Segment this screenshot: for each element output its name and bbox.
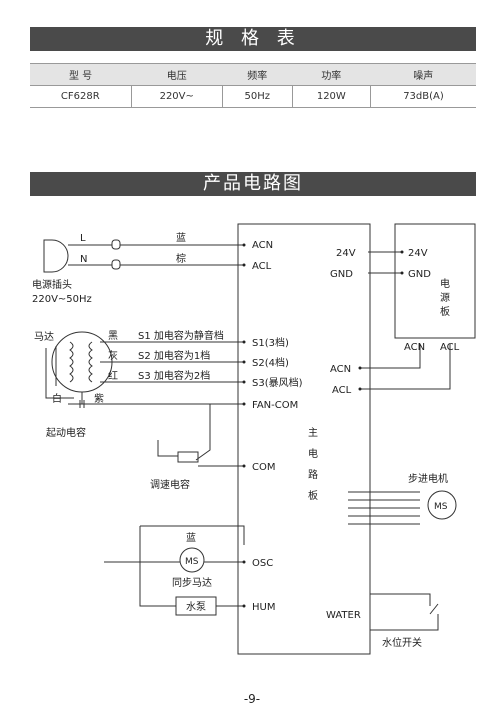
spec-voltage-value: 220V~ — [131, 85, 223, 108]
spec-model-value: CF628R — [30, 85, 132, 108]
plug-label-2: 220V~50Hz — [32, 294, 92, 305]
wire-blue-label: 蓝 — [176, 232, 186, 244]
terminal-s2: S2(4档) — [252, 356, 289, 369]
terminal-com: COM — [252, 462, 275, 473]
board-24v: 24V — [336, 248, 356, 259]
sync-motor-ms: MS — [185, 557, 199, 567]
wire-blue2-label: 蓝 — [186, 532, 196, 544]
speed-cap-label: 调速电容 — [150, 478, 190, 491]
power-board-gnd: GND — [408, 269, 431, 280]
terminal-acn: ACN — [252, 240, 273, 251]
main-board-label-1: 主 — [308, 427, 318, 439]
plug-l-label: L — [80, 233, 86, 244]
sync-motor-label: 同步马达 — [172, 577, 212, 589]
water-switch-upper — [370, 593, 431, 606]
water-switch-label: 水位开关 — [382, 636, 422, 649]
spec-header-noise: 噪声 — [370, 63, 476, 86]
terminal-fan-com: FAN-COM — [252, 400, 298, 411]
spec-header-model: 型 号 — [30, 63, 132, 86]
wire-black-label: 黑 — [108, 330, 118, 342]
terminal-s1: S1(3档) — [252, 336, 289, 349]
power-board-outline — [394, 223, 476, 339]
main-board-label-3: 路 — [308, 468, 318, 481]
sync-motor-circle — [179, 547, 205, 573]
wire-brown-label: 棕 — [176, 252, 186, 265]
terminal-water: WATER — [326, 610, 361, 621]
spec-header-power: 功率 — [292, 63, 371, 86]
plug-label-1: 电源插头 — [32, 278, 72, 291]
stepper-ms: MS — [434, 502, 448, 512]
board-right-acl: ACL — [332, 385, 352, 396]
wire-red-label: 红 — [108, 369, 118, 382]
speed-cap-left — [157, 440, 178, 457]
stepper-label: 步进电机 — [408, 472, 448, 485]
spec-title: 规 格 表 — [30, 27, 476, 51]
power-board-label-3: 板 — [440, 305, 450, 318]
speed-cap-lead — [195, 404, 211, 461]
spec-data-row: CF628R 220V~ 50Hz 120W 73dB(A) — [30, 85, 476, 108]
plug-body — [43, 239, 69, 273]
wire-purple-label: 紫 — [94, 393, 104, 405]
spec-frequency-value: 50Hz — [222, 85, 293, 108]
wire-right-acl — [360, 344, 451, 390]
power-board-24v: 24V — [408, 248, 428, 259]
main-board-label-4: 板 — [308, 489, 318, 502]
motor-coil-right — [88, 341, 93, 383]
connector-l — [111, 239, 121, 250]
board-gnd: GND — [330, 269, 353, 280]
water-switch-lower — [370, 614, 439, 631]
motor-label: 马达 — [34, 331, 54, 343]
page-number: -9- — [243, 692, 261, 706]
power-board-acl: ACL — [440, 342, 460, 353]
water-switch-blade — [429, 603, 439, 615]
motor-white-lead — [45, 348, 74, 399]
terminal-osc: OSC — [252, 558, 273, 569]
speed-cap-body — [177, 451, 199, 463]
board-right-acn: ACN — [330, 364, 351, 375]
power-board-acn: ACN — [404, 342, 425, 353]
power-board-label-2: 源 — [440, 291, 450, 304]
motor-s2-note: S2 加电容为1档 — [138, 349, 210, 362]
motor-s1-note: S1 加电容为静音档 — [138, 329, 224, 342]
plug-n-label: N — [80, 254, 87, 265]
terminal-hum: HUM — [252, 602, 275, 613]
spec-header-voltage: 电压 — [131, 63, 223, 86]
spec-power-value: 120W — [292, 85, 371, 108]
wire-blue-left — [139, 526, 176, 607]
terminal-acl: ACL — [252, 261, 272, 272]
circuit-title: 产品电路图 — [30, 172, 476, 196]
wire-right-acn — [360, 344, 421, 369]
power-board-label-1: 电 — [440, 277, 450, 290]
wire-gray-label: 灰 — [108, 349, 118, 362]
start-cap-label: 起动电容 — [46, 426, 86, 439]
terminal-s3: S3(暴风档) — [252, 376, 303, 389]
wire-blue-top — [140, 525, 245, 545]
wire-white-label: 白 — [52, 392, 62, 405]
spec-header-frequency: 频率 — [222, 63, 293, 86]
motor-coil-left — [69, 341, 74, 383]
main-board-label-2: 电 — [308, 447, 318, 460]
main-board-outline — [237, 223, 371, 655]
stepper-motor-circle — [427, 490, 457, 520]
spec-noise-value: 73dB(A) — [370, 85, 476, 108]
connector-n — [111, 259, 121, 270]
pump-label: 水泵 — [186, 601, 206, 613]
spec-table: 型 号 电压 频率 功率 噪声 CF628R 220V~ 50Hz 120W 7… — [30, 63, 476, 108]
motor-s3-note: S3 加电容为2档 — [138, 369, 210, 382]
spec-header-row: 型 号 电压 频率 功率 噪声 — [30, 63, 476, 86]
